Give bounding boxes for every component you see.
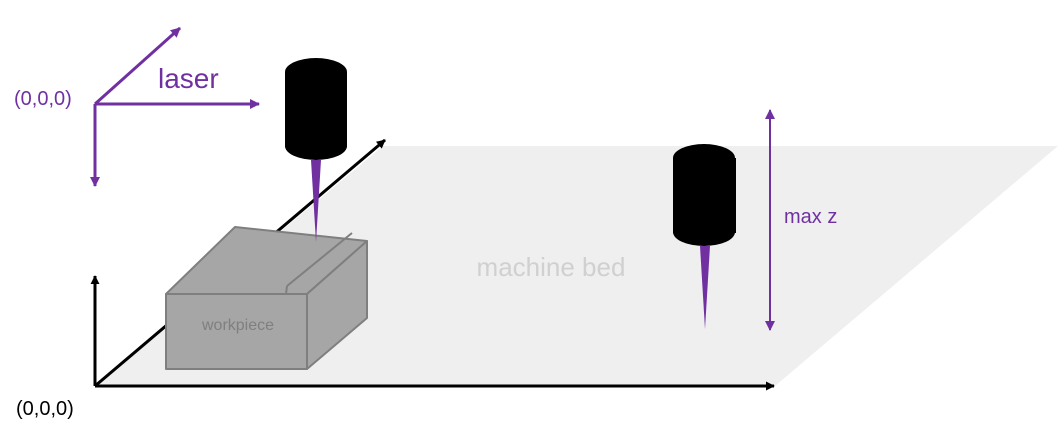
- laser-beam-1: [311, 160, 321, 242]
- laser-beam-2: [700, 246, 710, 329]
- laser-bottom-1: [285, 132, 347, 160]
- laser-origin-label: (0,0,0): [14, 88, 72, 110]
- workpiece-front: [165, 293, 308, 370]
- workpiece-label: workpiece: [201, 317, 274, 334]
- max-z-label: max z: [784, 206, 837, 228]
- laser-bottom-2: [673, 218, 735, 246]
- laser-head-over-bed: [673, 144, 736, 329]
- laser-top-2: [673, 144, 735, 172]
- machine-bed-label: machine bed: [477, 252, 626, 282]
- laser-top-1: [285, 58, 347, 86]
- laser-head-over-workpiece: [285, 58, 347, 242]
- laser-y-axis: [94, 26, 181, 106]
- machine-origin-label: (0,0,0): [16, 398, 74, 420]
- workpiece: workpiece: [165, 226, 368, 370]
- workpiece-bevel-edge: [286, 232, 353, 287]
- workpiece-bevel-edge-2: [285, 285, 288, 295]
- laser-axis-label: laser: [158, 63, 219, 94]
